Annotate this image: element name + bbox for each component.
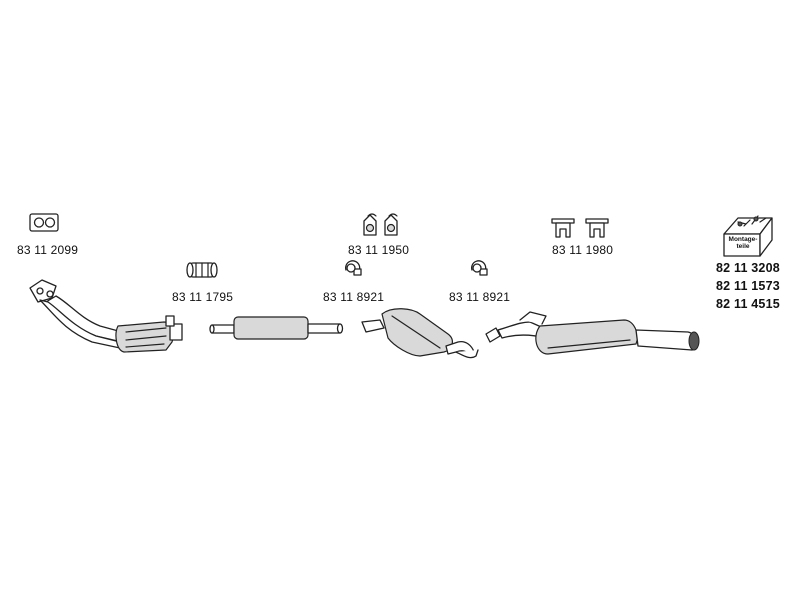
mounting-kit-label-line2: teile xyxy=(736,243,750,250)
mounting-kit-box-label: Montage- teile xyxy=(727,236,759,250)
part-number-pipe-clamp-a: 83 11 8921 xyxy=(323,290,385,304)
mounting-kit-codes: 82 11 3208 82 11 1573 82 11 4515 xyxy=(716,259,780,313)
rubber-hanger-pair-icon xyxy=(363,213,398,236)
pipe-clamp-icon xyxy=(345,260,362,276)
middle-pipe-with-resonator-icon xyxy=(209,316,344,340)
rubber-hanger-pair-icon xyxy=(551,218,609,238)
mounting-kit-code: 82 11 4515 xyxy=(716,297,780,311)
mounting-kit-code: 82 11 1573 xyxy=(716,279,780,293)
pipe-clamp-icon xyxy=(471,260,488,276)
front-pipe-with-catalytic-converter-icon xyxy=(29,279,183,353)
part-number-pipe-clamp-b: 83 11 8921 xyxy=(449,290,511,304)
part-number-flange-gasket: 83 11 2099 xyxy=(17,243,79,257)
center-muffler-icon xyxy=(361,308,479,359)
part-number-rubber-hangers-b: 83 11 1980 xyxy=(552,243,614,257)
part-number-rubber-hangers-a: 83 11 1950 xyxy=(348,243,410,257)
mounting-kit-code: 82 11 3208 xyxy=(716,261,780,275)
part-number-clamp-sleeve: 83 11 1795 xyxy=(172,290,234,304)
mounting-kit-label-line1: Montage- xyxy=(728,236,758,243)
rear-muffler-icon xyxy=(485,311,700,355)
flange-gasket-icon xyxy=(29,213,59,232)
mounting-kit-box-icon xyxy=(723,215,773,257)
clamp-sleeve-icon xyxy=(186,262,218,278)
